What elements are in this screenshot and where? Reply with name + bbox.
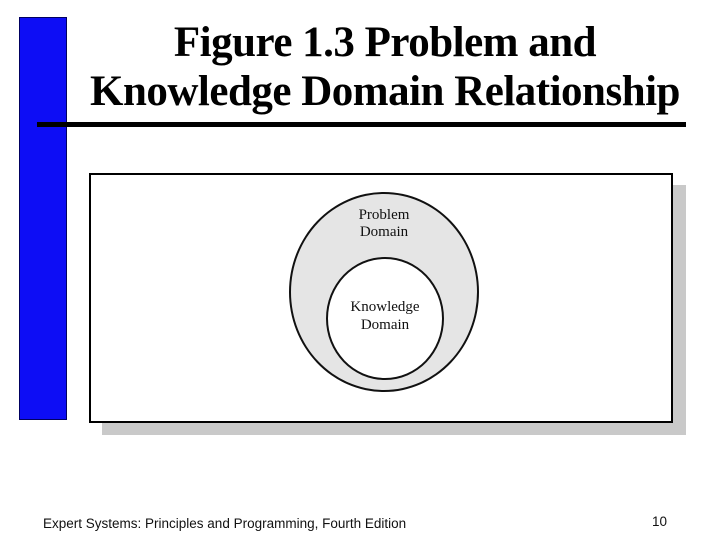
problem-domain-label: Problem Domain	[358, 207, 410, 240]
title-underline	[37, 122, 686, 127]
page-number: 10	[652, 514, 668, 529]
slide-title: Figure 1.3 Problem and Knowledge Domain …	[60, 18, 710, 116]
figure-frame: Problem Domain Knowledge Domain	[89, 173, 673, 423]
accent-bar	[19, 17, 67, 420]
title-line-1: Figure 1.3 Problem and	[173, 19, 597, 66]
title-line-2: Knowledge Domain Relationship	[90, 68, 680, 115]
knowledge-domain-ellipse	[326, 257, 444, 380]
knowledge-domain-label: Knowledge Domain	[350, 299, 420, 333]
footer-text: Expert Systems: Principles and Programmi…	[43, 516, 407, 531]
